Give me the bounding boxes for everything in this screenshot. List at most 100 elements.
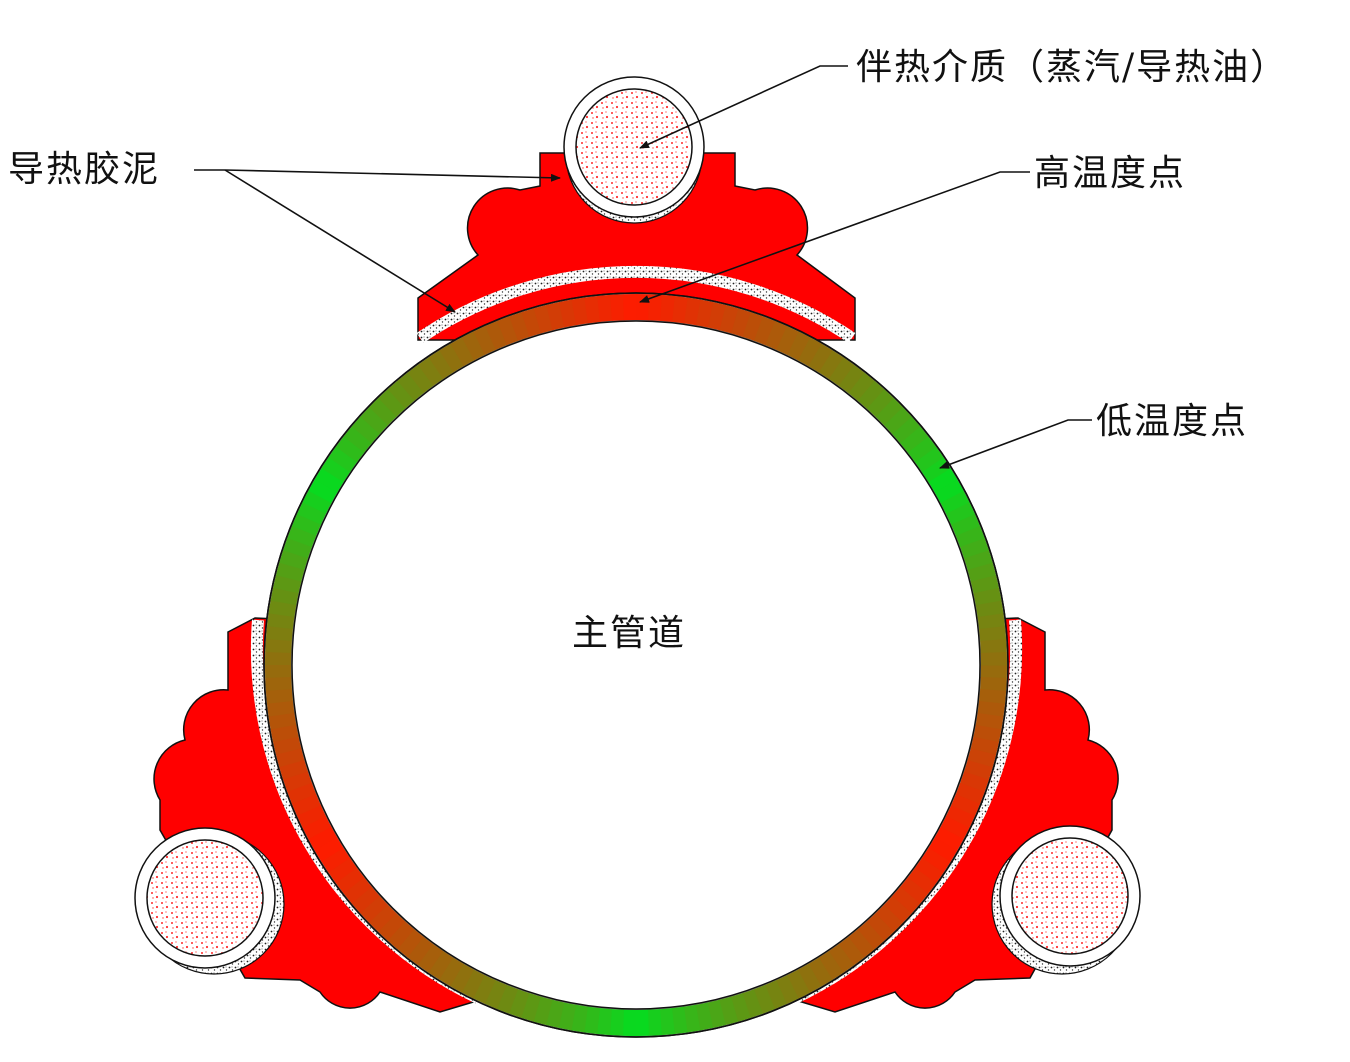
- pipe-wall-segment: [671, 1006, 688, 1035]
- pipe-wall-segment: [407, 364, 434, 394]
- pipe-wall-segment: [964, 550, 993, 571]
- pipe-wall-segment: [928, 837, 958, 863]
- pipe-wall-segment: [975, 600, 1004, 618]
- pipe-wall-segment: [461, 331, 486, 361]
- pipe-wall-segment: [977, 613, 1006, 630]
- pipe-wall-segment: [891, 886, 921, 914]
- pipe-wall-segment: [955, 782, 985, 805]
- pipe-wall-segment: [377, 912, 406, 941]
- pipe-wall-segment: [828, 944, 855, 973]
- pipe-wall-segment: [753, 316, 776, 346]
- pipe-wall-segment: [907, 436, 937, 463]
- pipe-wall-segment: [892, 416, 921, 444]
- pipe-wall-segment: [270, 724, 299, 743]
- pipe-wall-segment: [266, 700, 295, 717]
- pipe-wall-segment: [980, 652, 1007, 666]
- leader-lines: [194, 65, 1092, 469]
- pipe-wall-segment: [308, 478, 338, 504]
- pipe-wall-segment: [397, 372, 425, 401]
- label-main-pipe: 主管道: [572, 613, 687, 654]
- pipe-wall-segment: [797, 337, 823, 367]
- pipe-wall-segment: [272, 736, 302, 755]
- pipe-wall-segment: [302, 490, 332, 514]
- pipe-wall-segment: [921, 847, 951, 873]
- pipe-wall-segment: [765, 321, 788, 351]
- pipe-wall-segment: [570, 1004, 588, 1033]
- pipe-wall-segment: [838, 364, 865, 394]
- pipe-wall-segment: [297, 501, 327, 525]
- pipe-wall-segment: [520, 992, 541, 1022]
- pipe-wall-segment: [967, 748, 996, 768]
- main-pipe-bore: [291, 320, 981, 1010]
- pipe-wall-segment: [335, 867, 365, 894]
- pipe-wall-segment: [268, 599, 297, 617]
- pipe-wall-segment: [875, 398, 904, 426]
- pipe-wall-segment: [461, 969, 485, 999]
- pipe-wall-segment: [360, 406, 389, 435]
- pipe-wall-segment: [672, 296, 689, 324]
- tracing-pipe-top: [563, 76, 705, 224]
- pipe-wall-segment: [343, 876, 372, 904]
- pipe-wall-segment: [635, 1009, 649, 1036]
- pipe-wall-segment: [417, 357, 444, 386]
- pipe-wall-segment: [387, 920, 415, 950]
- pipe-wall-segment: [659, 1008, 675, 1036]
- pipe-wall-segment: [899, 877, 929, 904]
- pipe-wall-segment: [596, 1008, 612, 1036]
- pipe-wall-segment: [328, 857, 357, 884]
- pipe-wall-segment: [308, 826, 338, 851]
- pipe-wall-segment: [351, 416, 381, 444]
- pipe-wall-segment: [321, 457, 351, 483]
- leader-cement-top: [194, 169, 561, 182]
- pipe-wall-segment: [950, 794, 980, 817]
- pipe-wall-segment: [980, 639, 1007, 654]
- pipe-wall-segment: [314, 836, 344, 862]
- pipe-wall-segment: [719, 305, 739, 334]
- pipe-wall-segment: [584, 295, 601, 324]
- pipe-wall-segment: [472, 974, 496, 1004]
- pipe-temperature-gradient: [263, 292, 1009, 1038]
- pipe-wall-segment: [883, 895, 912, 924]
- pipe-wall-segment: [940, 816, 970, 840]
- pipe-wall-segment: [807, 957, 833, 987]
- pipe-wall-segment: [731, 308, 752, 338]
- pipe-wall-segment: [428, 350, 454, 379]
- pipe-wall-segment: [296, 804, 326, 828]
- tracing-pipe-bottom-left: [134, 827, 285, 975]
- pipe-wall-segment: [695, 1002, 714, 1031]
- pipe-wall-segment: [838, 936, 865, 966]
- pipe-wall-segment: [776, 326, 800, 356]
- pipe-wall-segment: [378, 388, 406, 417]
- pipe-wall-segment: [940, 490, 970, 515]
- pipe-wall-segment: [571, 297, 589, 326]
- pipe-wall-segment: [292, 513, 322, 536]
- pipe-wall-segment: [951, 514, 981, 537]
- pipe-wall-segment: [648, 294, 663, 321]
- pipe-wall-segment: [265, 688, 293, 704]
- pipe-wall-segment: [283, 537, 313, 559]
- pipe-wall-segment: [977, 701, 1005, 718]
- pipe-wall-segment: [558, 299, 577, 328]
- pipe-wall-segment: [963, 760, 993, 781]
- pipe-wall-segment: [368, 904, 397, 932]
- pipe-wall-segment: [959, 771, 989, 793]
- pipe-wall-segment: [623, 294, 637, 321]
- label-low-temp-point: 低温度点: [1096, 401, 1249, 442]
- pipe-wall-segment: [267, 612, 295, 629]
- pipe-wall-segment: [764, 980, 787, 1010]
- pipe-wall-segment: [866, 913, 894, 942]
- pipe-wall-segment: [753, 984, 775, 1014]
- pipe-wall-segment: [818, 951, 844, 980]
- leader-low-temp: [939, 419, 1092, 469]
- pipe-wall-segment: [660, 294, 676, 322]
- pipe-wall-segment: [684, 297, 702, 326]
- pipe-wall-segment: [980, 677, 1007, 692]
- pipe-wall-segment: [397, 928, 424, 958]
- leader-cement-main: [224, 169, 456, 313]
- pipe-wall-segment: [369, 397, 397, 426]
- pipe-wall-segment: [857, 921, 885, 950]
- pipe-wall-segment: [407, 936, 434, 966]
- pipe-wall-segment: [279, 759, 308, 780]
- pipe-wall-segment: [960, 538, 990, 559]
